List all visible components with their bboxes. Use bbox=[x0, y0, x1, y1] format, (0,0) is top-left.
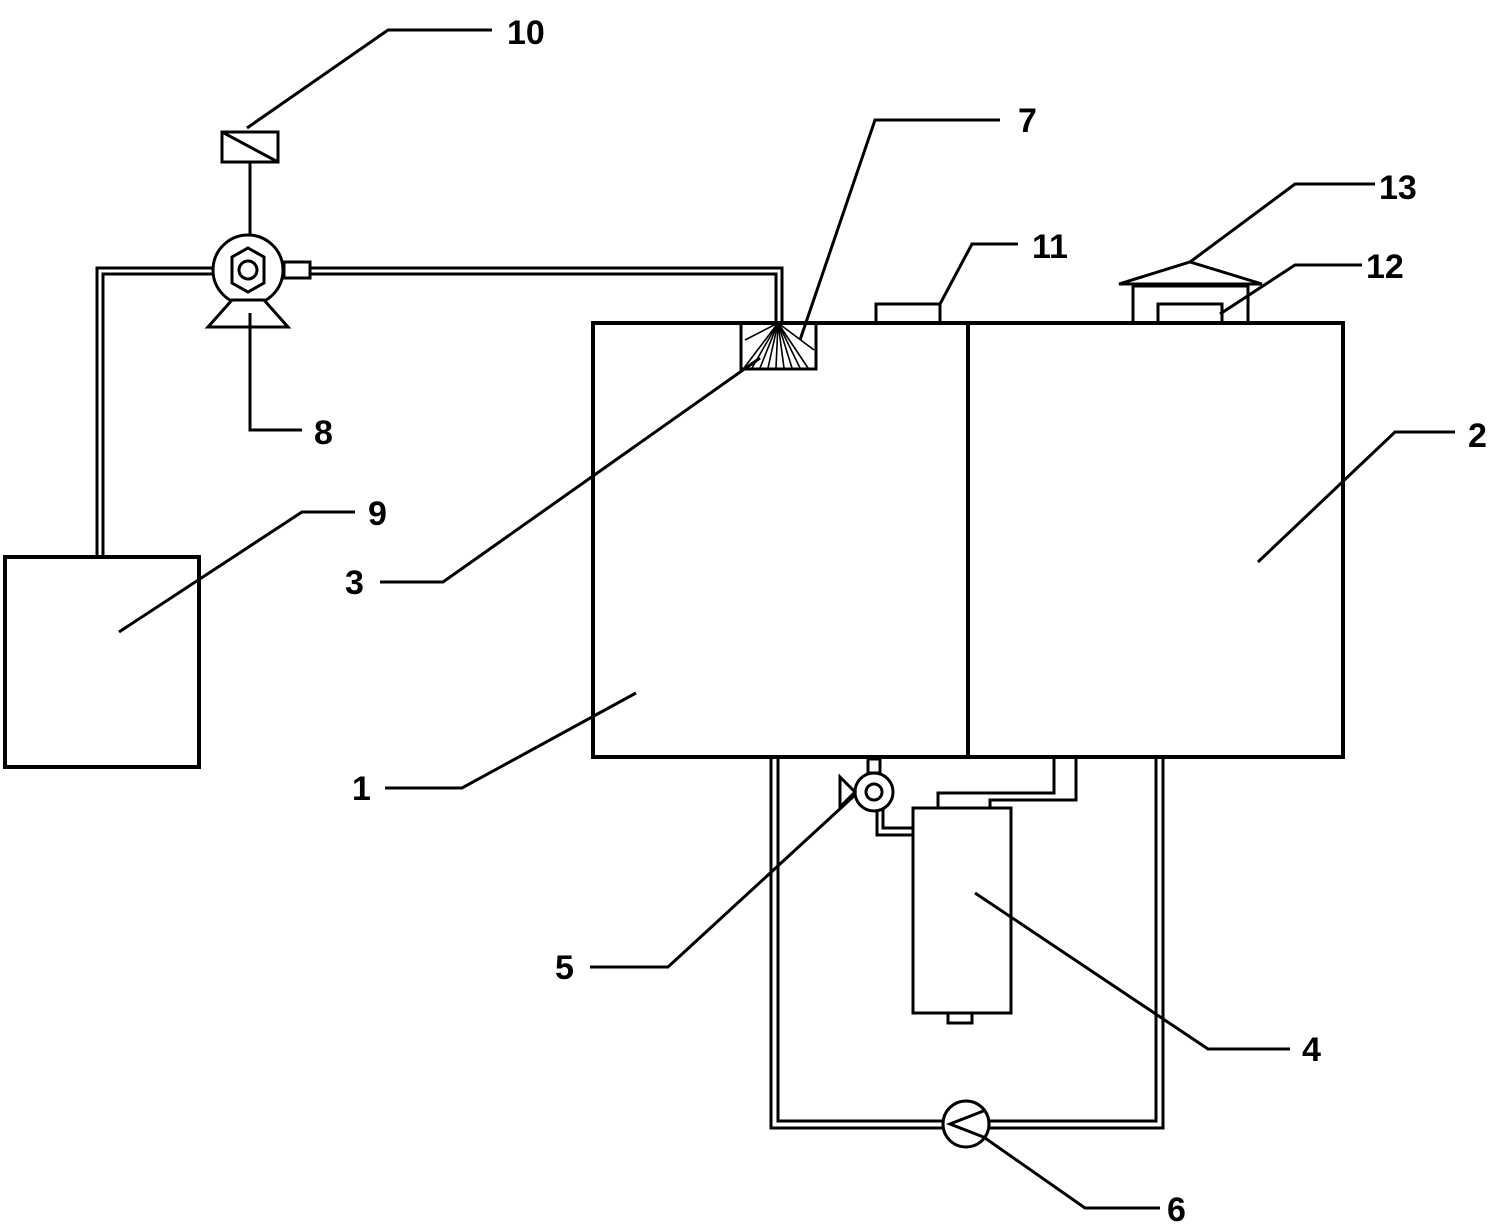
pump-8 bbox=[204, 233, 312, 329]
valve-5 bbox=[838, 757, 895, 813]
label-8: 8 bbox=[314, 414, 333, 452]
label-6: 6 bbox=[1167, 1191, 1186, 1229]
vent-assembly bbox=[1118, 260, 1263, 325]
leader-10 bbox=[246, 28, 492, 130]
leader-lines bbox=[118, 28, 1455, 1210]
label-10: 10 bbox=[507, 14, 545, 52]
leader-7 bbox=[798, 118, 1000, 341]
label-4: 4 bbox=[1302, 1031, 1321, 1069]
feed-pipe bbox=[95, 266, 784, 557]
leader-2 bbox=[1256, 430, 1455, 564]
label-13: 13 bbox=[1379, 169, 1417, 207]
label-12: 12 bbox=[1366, 248, 1404, 286]
label-7: 7 bbox=[1018, 102, 1037, 140]
top-port-11 bbox=[874, 302, 942, 325]
leader-11 bbox=[938, 242, 1018, 305]
circulation-loop bbox=[769, 757, 1165, 1130]
label-1: 1 bbox=[352, 770, 371, 808]
leader-1 bbox=[385, 691, 637, 790]
leader-8 bbox=[248, 313, 302, 432]
label-2: 2 bbox=[1468, 417, 1487, 455]
vent-port-12 bbox=[1156, 302, 1224, 325]
vent-housing bbox=[1131, 284, 1250, 323]
label-5: 5 bbox=[555, 949, 574, 987]
label-9: 9 bbox=[368, 495, 387, 533]
filter-4 bbox=[875, 759, 1078, 1025]
label-11: 11 bbox=[1032, 228, 1068, 266]
main-tank bbox=[591, 321, 1345, 759]
pump-6 bbox=[941, 1099, 991, 1149]
reference-numerals: 10 8 7 3 9 1 2 11 13 12 5 4 6 bbox=[314, 14, 1487, 1229]
leader-13 bbox=[1189, 182, 1375, 264]
leader-3 bbox=[380, 356, 761, 584]
leader-12 bbox=[1219, 263, 1362, 316]
label-3: 3 bbox=[345, 564, 364, 602]
leader-9 bbox=[118, 510, 355, 634]
leader-6 bbox=[984, 1136, 1160, 1210]
reservoir-9 bbox=[3, 555, 201, 769]
vent-hood-13 bbox=[1118, 260, 1263, 286]
motor-10 bbox=[220, 130, 280, 236]
leader-5 bbox=[590, 793, 857, 969]
leader-4 bbox=[974, 891, 1290, 1051]
